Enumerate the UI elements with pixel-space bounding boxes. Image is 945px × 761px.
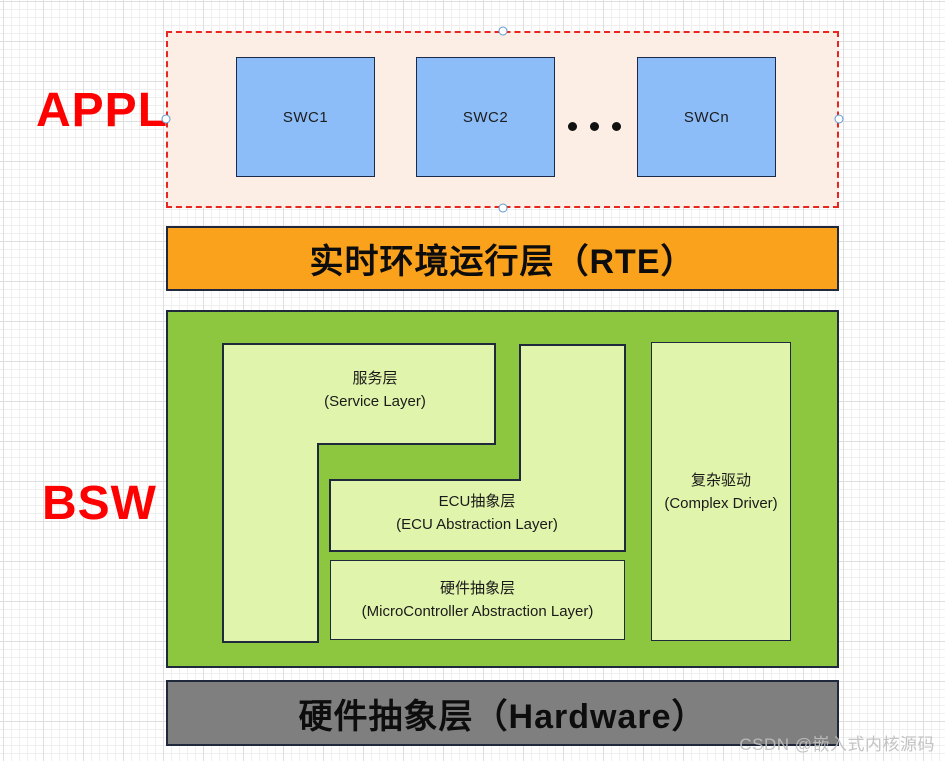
rte-bar[interactable]: 实时环境运行层（RTE） [166, 226, 839, 291]
service-layer-label-en: (Service Layer) [324, 393, 426, 410]
selection-handle-top[interactable] [498, 26, 508, 36]
csdn-watermark: CSDN @嵌入式内核源码 [739, 735, 935, 754]
hardware-bar-label: 硬件抽象层（Hardware） [298, 697, 707, 736]
swc1-label: SWC1 [282, 108, 329, 126]
selection-handle-right[interactable] [834, 114, 844, 124]
bsw-lshapes [222, 343, 626, 643]
swcn-box[interactable]: SWCn [637, 57, 776, 177]
ecu-layer-label-en: (ECU Abstraction Layer) [396, 516, 558, 533]
selection-handle-left[interactable] [161, 114, 171, 124]
hardware-bar[interactable]: 硬件抽象层（Hardware） [166, 680, 839, 746]
ecu-abstraction-shape[interactable] [329, 344, 626, 552]
mcal-label-cn: 硬件抽象层 [439, 580, 515, 597]
bsw-container-box[interactable]: 硬件抽象层 (MicroController Abstraction Layer… [166, 310, 839, 668]
service-layer-label-group: 服务层 (Service Layer) [245, 367, 505, 413]
ellipsis-icon [568, 122, 621, 131]
selection-handle-bottom[interactable] [498, 203, 508, 213]
ecu-layer-label-cn: ECU抽象层 [438, 493, 516, 510]
mcal-box[interactable]: 硬件抽象层 (MicroController Abstraction Layer… [330, 560, 625, 640]
complex-driver-label-cn: 复杂驱动 [690, 471, 751, 489]
swc2-box[interactable]: SWC2 [416, 57, 555, 177]
service-layer-label-cn: 服务层 [352, 370, 398, 387]
swc2-label: SWC2 [462, 108, 509, 126]
mcal-label-en: (MicroController Abstraction Layer) [361, 603, 594, 620]
swc1-box[interactable]: SWC1 [236, 57, 375, 177]
complex-driver-label-en: (Complex Driver) [664, 494, 778, 512]
service-layer-shape[interactable] [222, 343, 496, 643]
appl-label: APPL [36, 84, 169, 137]
bsw-label: BSW [42, 477, 157, 530]
swcn-label: SWCn [683, 108, 730, 126]
rte-bar-label: 实时环境运行层（RTE） [309, 243, 696, 281]
ecu-layer-label-group: ECU抽象层 (ECU Abstraction Layer) [347, 490, 607, 536]
complex-driver-box[interactable]: 复杂驱动 (Complex Driver) [651, 342, 791, 641]
